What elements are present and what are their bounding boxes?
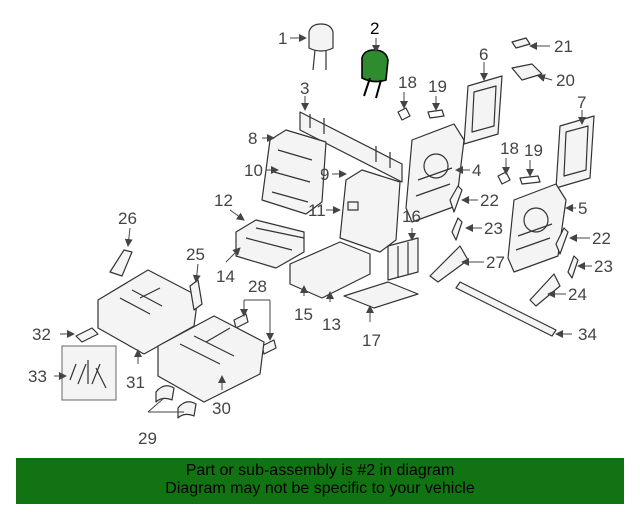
part-22-trim-upper[interactable] (449, 185, 463, 213)
callout-22b: 22 (592, 229, 611, 248)
part-22-trim-lower[interactable] (555, 227, 569, 255)
callout-29: 29 (138, 429, 157, 448)
callout-19a: 19 (428, 77, 447, 96)
callout-23b: 23 (594, 257, 613, 276)
callout-19b: 19 (524, 141, 543, 160)
banner-line-2: Diagram may not be specific to your vehi… (165, 480, 475, 497)
part-30-seat-base[interactable] (157, 315, 265, 403)
part-5-seatback-assembly[interactable] (507, 183, 567, 273)
part-8-seatback-cushion[interactable] (261, 129, 327, 215)
part-9-seatback-cushion[interactable] (339, 169, 401, 253)
part-26-seat-track[interactable] (97, 249, 199, 355)
callout-27: 27 (486, 253, 505, 272)
callout-21: 21 (554, 37, 573, 56)
callout-22a: 22 (480, 191, 499, 210)
callout-30: 30 (212, 399, 231, 418)
callout-18a: 18 (398, 73, 417, 92)
callout-11: 11 (308, 201, 326, 220)
callout-2: 2 (370, 19, 379, 38)
callout-31: 31 (126, 373, 145, 392)
leader-lines (54, 34, 592, 413)
callout-1: 1 (278, 29, 287, 48)
part-34-rail[interactable] (455, 281, 557, 337)
callout-3: 3 (300, 79, 309, 98)
part-1-headrest[interactable] (308, 23, 334, 71)
callout-6: 6 (479, 45, 488, 64)
parts-diagram-svg: 1 2 3 4 5 6 7 8 9 10 11 12 13 14 15 16 1… (28, 19, 613, 448)
callout-24: 24 (568, 285, 587, 304)
callout-10: 10 (244, 161, 263, 180)
part-16-panel[interactable] (387, 237, 419, 281)
callout-9: 9 (320, 165, 329, 184)
part-18-clip-lower[interactable] (497, 171, 511, 185)
callout-14: 14 (216, 267, 235, 286)
callout-labels: 1 2 3 4 5 6 7 8 9 10 11 12 13 14 15 16 1… (28, 19, 613, 448)
part-13-seat-pan[interactable] (289, 241, 371, 299)
callout-17: 17 (362, 331, 381, 350)
part-12-seat-cushion[interactable] (235, 219, 305, 269)
callout-16: 16 (402, 207, 421, 226)
callout-26: 26 (118, 209, 137, 228)
callout-8: 8 (248, 129, 257, 148)
callout-7: 7 (577, 93, 586, 112)
part-19-clip-lower[interactable] (519, 175, 541, 185)
callout-15: 15 (294, 305, 313, 324)
part-29-covers[interactable] (155, 385, 197, 419)
info-banner: Part or sub-assembly is #2 in diagram Di… (16, 458, 624, 504)
callout-33: 33 (28, 367, 47, 386)
callout-20: 20 (556, 71, 575, 90)
callout-25: 25 (186, 245, 205, 264)
callout-5: 5 (578, 199, 587, 218)
callout-23a: 23 (484, 219, 503, 238)
part-17-pad[interactable] (343, 281, 419, 309)
callout-13: 13 (322, 315, 341, 334)
parts-diagram: 1 2 3 4 5 6 7 8 9 10 11 12 13 14 15 16 1… (28, 19, 613, 448)
part-18-clip-upper[interactable] (397, 107, 411, 121)
part-24-side-cover[interactable] (529, 273, 561, 307)
part-32-connector[interactable] (75, 327, 99, 343)
callout-28: 28 (248, 277, 267, 296)
part-27-side-cover[interactable] (429, 245, 469, 283)
callout-34: 34 (578, 325, 597, 344)
callout-12: 12 (214, 191, 233, 210)
part-7-seatback-frame[interactable] (555, 115, 595, 189)
part-23-trim-lower[interactable] (567, 255, 579, 279)
callout-4: 4 (472, 161, 481, 180)
part-6-seatback-frame[interactable] (463, 75, 503, 145)
callout-18b: 18 (500, 139, 519, 158)
part-3-backrest-panel[interactable] (299, 111, 403, 183)
callout-32: 32 (32, 325, 51, 344)
part-19-clip-upper[interactable] (427, 109, 445, 119)
part-2-headrest-highlighted[interactable] (361, 49, 389, 99)
banner-line-1: Part or sub-assembly is #2 in diagram (185, 462, 455, 479)
part-21-clip[interactable] (511, 37, 531, 49)
part-20-cover[interactable] (511, 63, 543, 81)
part-23-trim-upper[interactable] (451, 217, 463, 241)
part-33-wiring-kit[interactable] (61, 345, 117, 401)
